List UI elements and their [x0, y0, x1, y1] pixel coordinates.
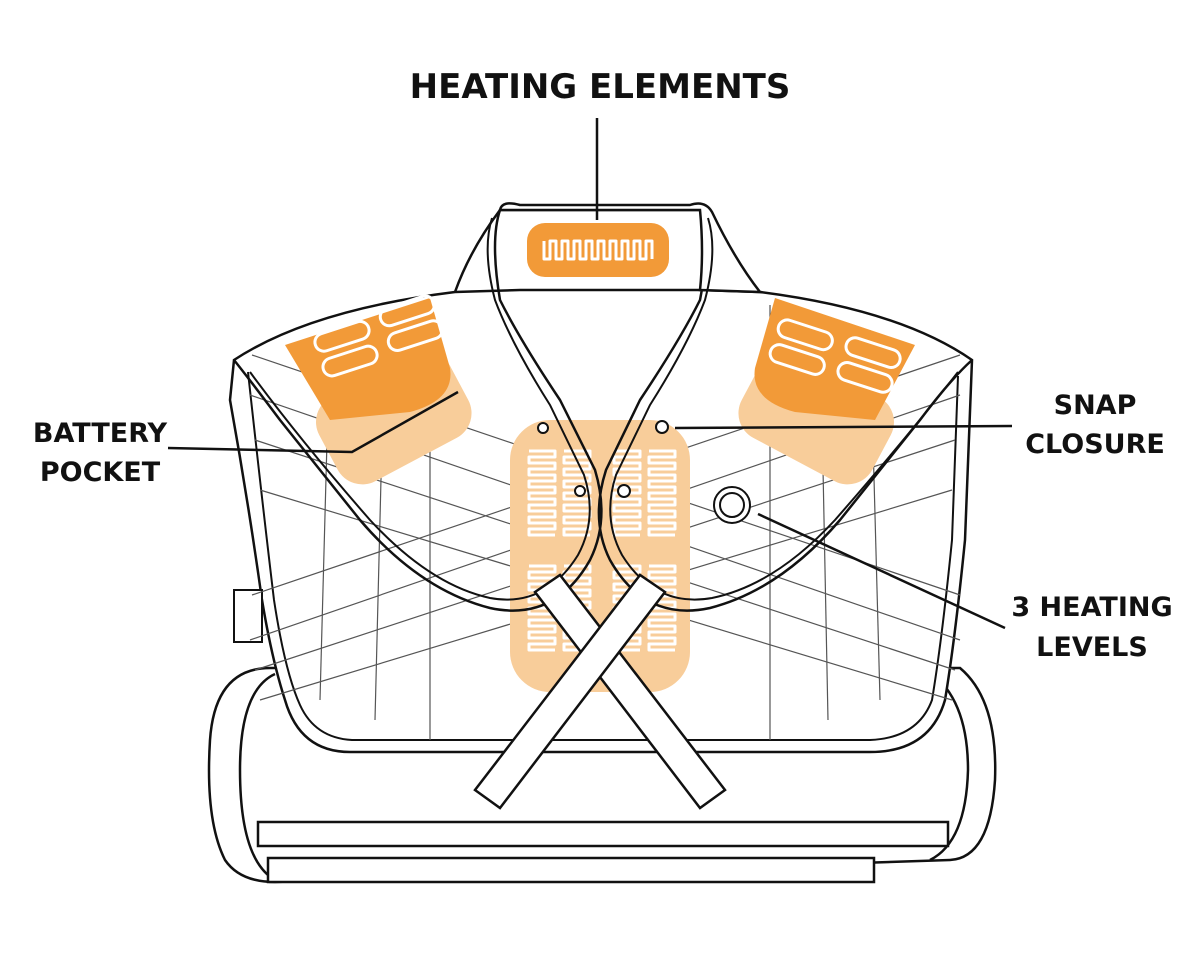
label-battery-pocket-line1: BATTERY [33, 418, 168, 449]
label-heating-elements: HEATING ELEMENTS [410, 67, 791, 107]
velcro-strip-bottom [266, 856, 876, 884]
label-snap-closure-line2: CLOSURE [1025, 429, 1165, 460]
heating-pad-back-center [510, 420, 690, 692]
leader-lines [167, 118, 1013, 630]
label-heating-levels-line1: 3 HEATING [1011, 592, 1172, 623]
label-snap-closure-line1: SNAP [1054, 390, 1137, 421]
crossed-straps [473, 573, 727, 810]
label-battery-pocket-line2: POCKET [40, 457, 161, 488]
heat-level-controller [713, 486, 751, 524]
snap-buttons [537, 420, 669, 498]
heating-pad-shoulder-left [285, 294, 451, 420]
heating-pad-shoulder-right [754, 298, 915, 420]
side-tab [233, 589, 263, 643]
collar [233, 202, 973, 612]
heating-pad-neck [527, 223, 669, 277]
label-heating-levels-line2: LEVELS [1036, 632, 1148, 663]
velcro-strip-top [256, 820, 950, 848]
